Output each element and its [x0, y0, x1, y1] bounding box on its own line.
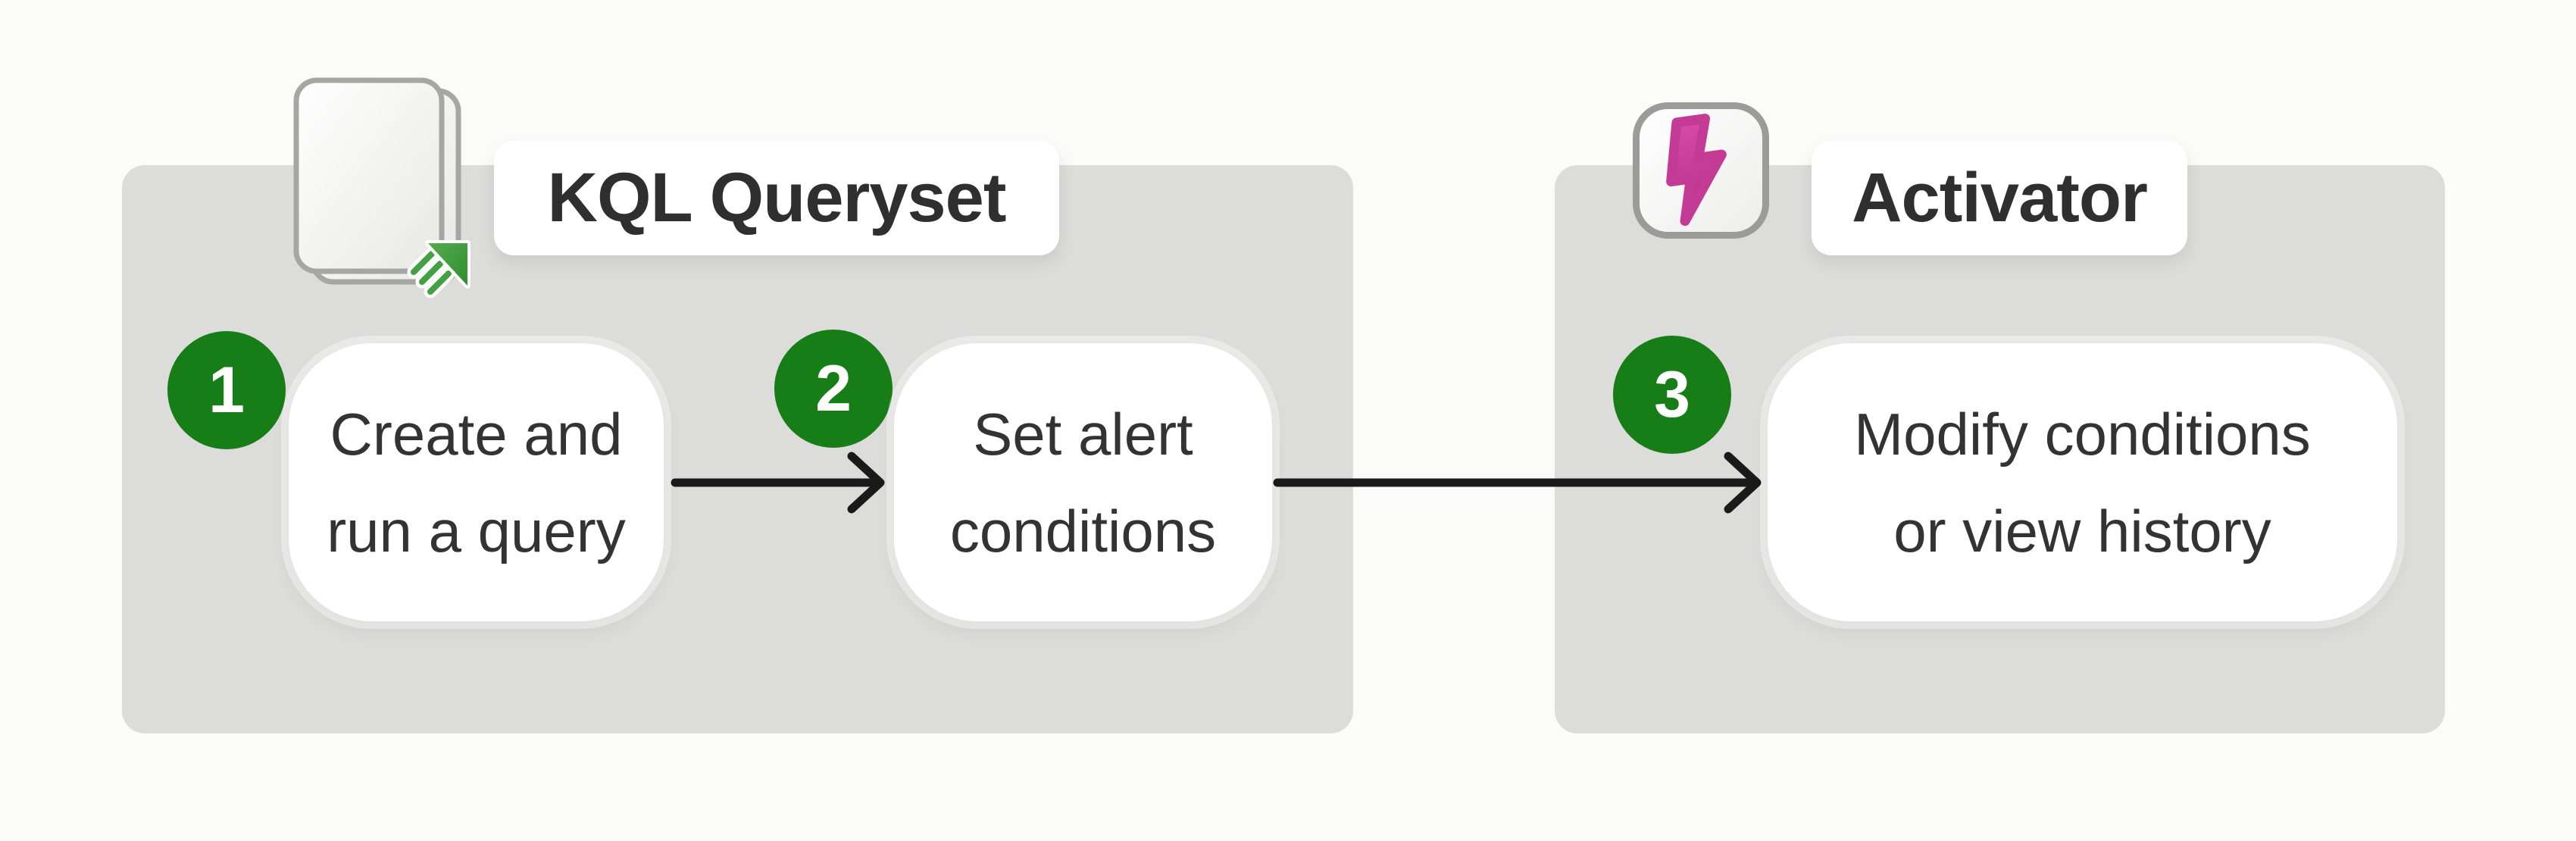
step-3-number: 3	[1654, 358, 1690, 431]
activator-title: Activator	[1852, 159, 2148, 236]
step-2-text-line1: Set alert	[973, 400, 1193, 467]
step-2-text-line2: conditions	[949, 497, 1217, 564]
step-2-number: 2	[815, 352, 852, 425]
green-speed-stripes	[411, 251, 452, 295]
step-1-box: Create and run a query	[289, 343, 664, 621]
lightning-bolt-shape	[1666, 114, 1727, 227]
step-3-badge: 3	[1613, 336, 1731, 454]
step-1-number: 1	[208, 353, 245, 427]
step-1-text-line1: Create and	[330, 400, 623, 467]
activator-lightning-bolt-icon	[1633, 102, 1769, 239]
step-3-text-line2: or view history	[1893, 497, 2271, 564]
step-1-text-line2: run a query	[327, 497, 626, 564]
front-page-shape	[293, 77, 445, 274]
step-2-badge: 2	[774, 330, 893, 448]
kql-queryset-documents-icon	[293, 77, 470, 298]
green-run-arrow	[425, 240, 470, 289]
step-2-box: Set alert conditions	[894, 343, 1272, 621]
step-3-text-line1: Modify conditions	[1854, 400, 2311, 467]
kql-queryset-label: KQL Queryset	[494, 141, 1059, 255]
kql-queryset-title: KQL Queryset	[547, 159, 1007, 236]
step-1-badge: 1	[167, 331, 286, 449]
step-3-box: Modify conditions or view history	[1768, 343, 2397, 621]
activator-label: Activator	[1812, 141, 2187, 255]
